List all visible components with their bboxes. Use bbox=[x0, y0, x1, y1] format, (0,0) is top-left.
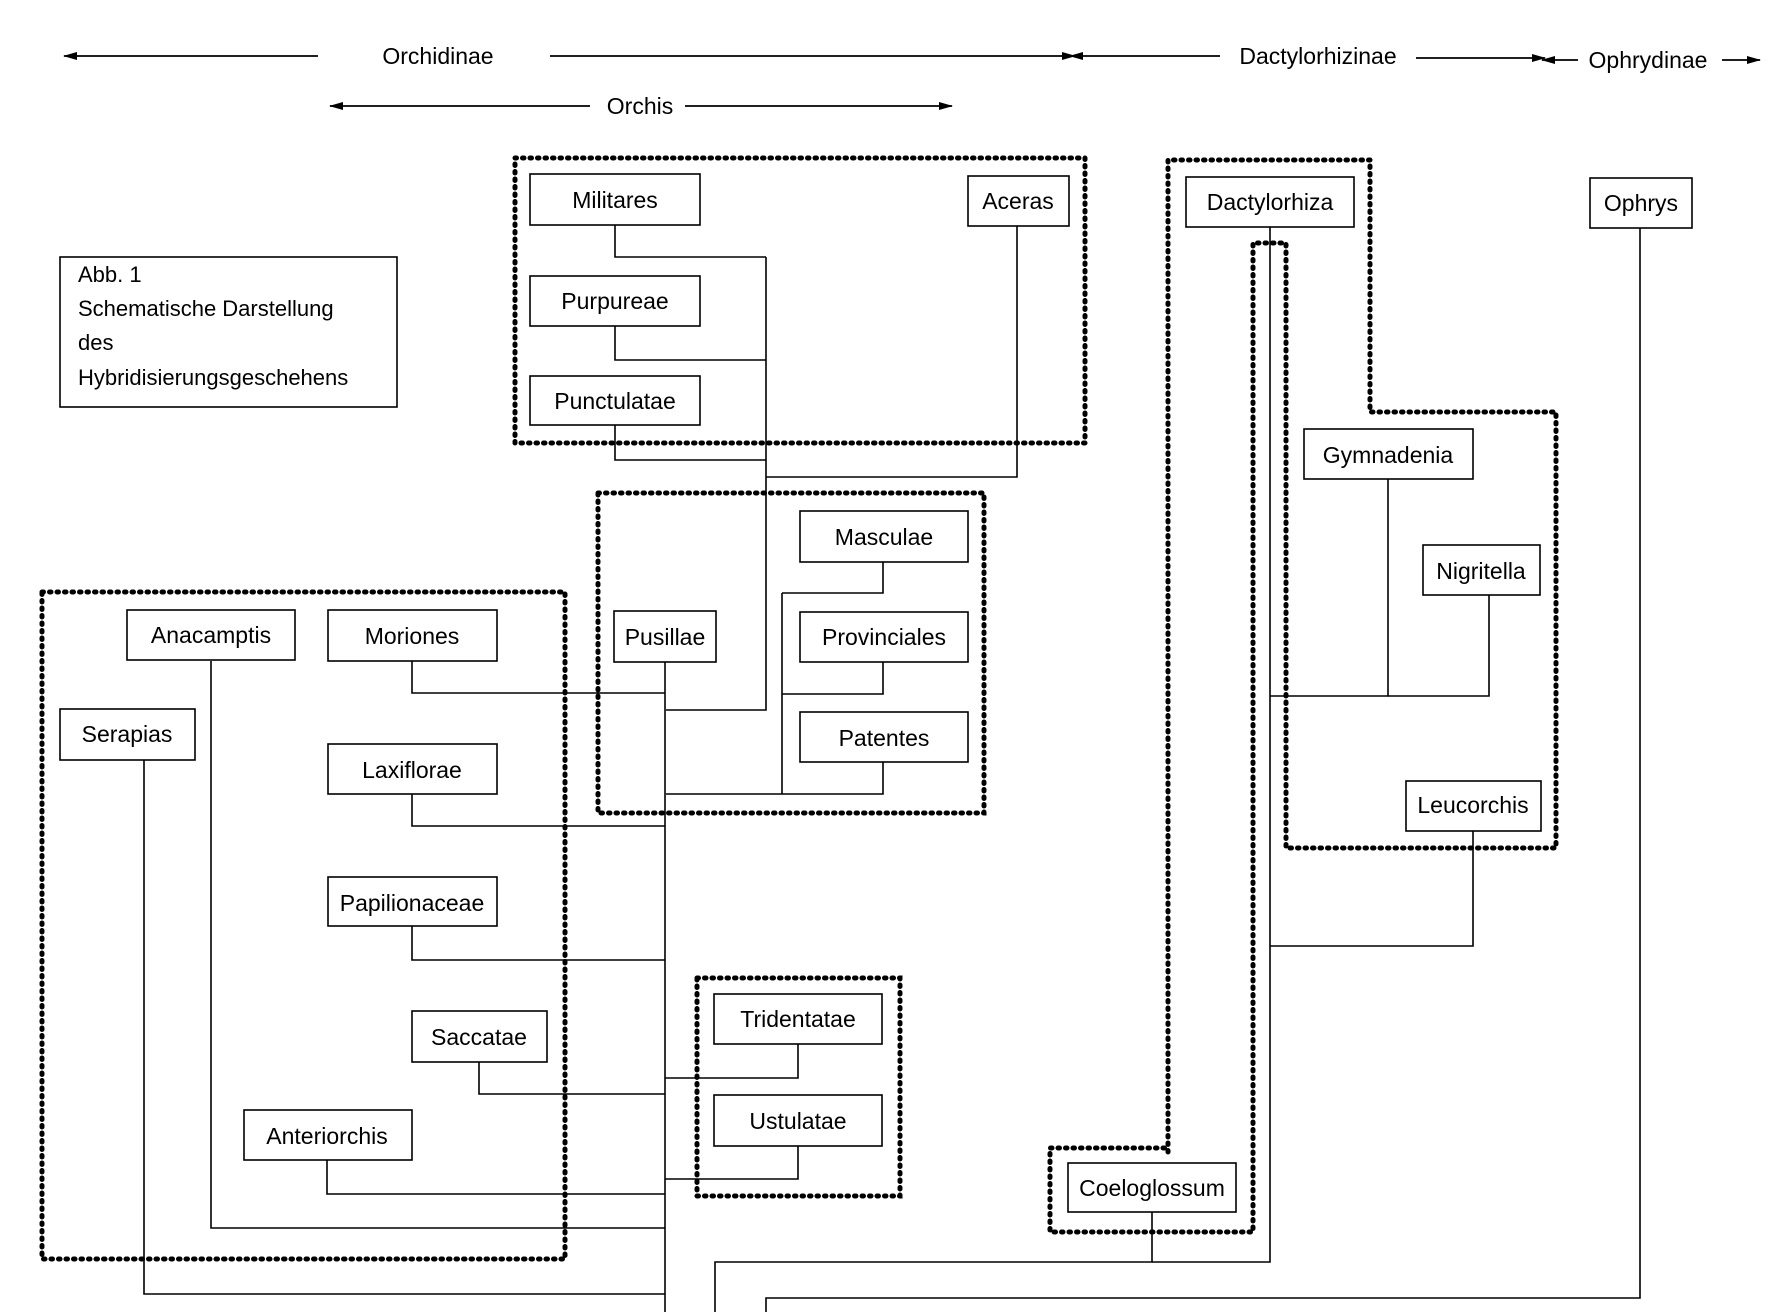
node-aceras-label: Aceras bbox=[982, 188, 1054, 214]
caption-line-4: Hybridisierungsgeschehens bbox=[78, 365, 348, 390]
node-gymnadenia: Gymnadenia bbox=[1303, 428, 1474, 480]
caption-line-3: des bbox=[78, 330, 113, 355]
node-tridentatae-label: Tridentatae bbox=[740, 1006, 856, 1032]
node-ustulatae-label: Ustulatae bbox=[749, 1108, 846, 1134]
node-laxiflorae: Laxiflorae bbox=[327, 743, 498, 795]
node-coeloglossum: Coeloglossum bbox=[1067, 1162, 1237, 1213]
tree-connections bbox=[143, 225, 1641, 1312]
node-moriones: Moriones bbox=[327, 609, 498, 662]
node-leucorchis-label: Leucorchis bbox=[1417, 792, 1528, 818]
group-anacamptis-serapias bbox=[39, 589, 568, 1262]
node-gymnadenia-label: Gymnadenia bbox=[1323, 442, 1454, 468]
node-dactylorhiza-label: Dactylorhiza bbox=[1207, 189, 1334, 215]
node-purpureae: Purpureae bbox=[529, 275, 701, 327]
group-militares-aceras bbox=[512, 155, 1088, 446]
node-pusillae: Pusillae bbox=[613, 610, 717, 663]
node-masculae-label: Masculae bbox=[835, 524, 933, 550]
node-patentes-label: Patentes bbox=[839, 725, 930, 751]
node-punctulatae-label: Punctulatae bbox=[554, 388, 675, 414]
node-provinciales-label: Provinciales bbox=[822, 624, 946, 650]
header-arrows: Orchidinae Dactylorhizinae Ophrydinae Or… bbox=[63, 43, 1761, 119]
caption-line-2: Schematische Darstellung bbox=[78, 296, 334, 321]
node-anacamptis: Anacamptis bbox=[126, 609, 296, 661]
group-dactylorhiza-gymnadenia bbox=[1047, 157, 1559, 1235]
header-dactylorhizinae: Dactylorhizinae bbox=[1239, 43, 1396, 69]
node-tridentatae: Tridentatae bbox=[713, 993, 883, 1045]
node-anacamptis-label: Anacamptis bbox=[151, 622, 271, 648]
node-ophrys: Ophrys bbox=[1589, 177, 1693, 229]
group-outlines bbox=[39, 155, 1559, 1262]
caption-line-1: Abb. 1 bbox=[78, 262, 142, 287]
node-nigritella: Nigritella bbox=[1422, 544, 1541, 596]
node-saccatae-label: Saccatae bbox=[431, 1024, 527, 1050]
node-papilionaceae-label: Papilionaceae bbox=[340, 890, 485, 916]
node-militares-label: Militares bbox=[572, 187, 658, 213]
figure-caption: Abb. 1 Schematische Darstellung des Hybr… bbox=[59, 256, 398, 408]
header-ophrydinae: Ophrydinae bbox=[1589, 47, 1708, 73]
node-leucorchis: Leucorchis bbox=[1405, 780, 1542, 832]
node-punctulatae: Punctulatae bbox=[529, 375, 701, 426]
node-militares: Militares bbox=[529, 173, 701, 226]
header-orchis: Orchis bbox=[607, 93, 673, 119]
caption-box bbox=[59, 256, 398, 408]
header-orchidinae: Orchidinae bbox=[382, 43, 493, 69]
node-ophrys-label: Ophrys bbox=[1604, 190, 1678, 216]
node-dactylorhiza: Dactylorhiza bbox=[1185, 176, 1355, 228]
node-laxiflorae-label: Laxiflorae bbox=[362, 757, 462, 783]
node-purpureae-label: Purpureae bbox=[561, 288, 668, 314]
node-anteriorchis-label: Anteriorchis bbox=[266, 1123, 387, 1149]
node-moriones-label: Moriones bbox=[365, 623, 460, 649]
node-masculae: Masculae bbox=[799, 510, 969, 563]
node-serapias-label: Serapias bbox=[82, 721, 173, 747]
node-pusillae-label: Pusillae bbox=[625, 624, 706, 650]
node-patentes: Patentes bbox=[799, 711, 969, 763]
node-serapias: Serapias bbox=[59, 708, 196, 761]
node-aceras: Aceras bbox=[967, 175, 1070, 227]
node-nigritella-label: Nigritella bbox=[1436, 558, 1526, 584]
group-pusillae-patentes bbox=[595, 490, 987, 816]
node-anteriorchis: Anteriorchis bbox=[243, 1109, 413, 1161]
node-ustulatae: Ustulatae bbox=[713, 1094, 883, 1147]
node-papilionaceae: Papilionaceae bbox=[327, 876, 498, 927]
node-saccatae: Saccatae bbox=[411, 1010, 548, 1063]
group-tridentatae-ustulatae bbox=[694, 975, 903, 1199]
node-provinciales: Provinciales bbox=[799, 611, 969, 663]
node-coeloglossum-label: Coeloglossum bbox=[1079, 1175, 1225, 1201]
